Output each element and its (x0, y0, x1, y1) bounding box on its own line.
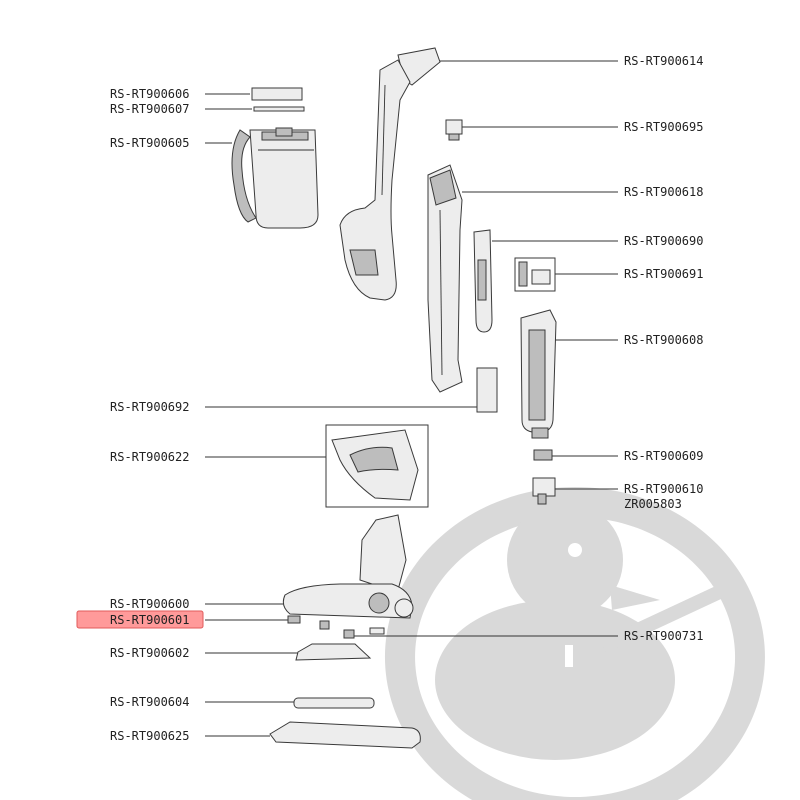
label-rs-rt900731: RS-RT900731 (624, 629, 703, 643)
label-rs-rt900625: RS-RT900625 (110, 729, 189, 743)
dust-container-part (231, 127, 319, 229)
label-rs-rt900622: RS-RT900622 (110, 450, 189, 464)
spring-part (533, 449, 553, 461)
tube-connector-part (476, 367, 498, 413)
label-rs-rt900600: RS-RT900600 (110, 597, 189, 611)
floor-head-part (282, 514, 414, 619)
label-rs-rt900605: RS-RT900605 (110, 136, 189, 150)
right-labels: RS-RT900614 RS-RT900695 RS-RT900618 RS-R… (624, 54, 703, 643)
cover-part (325, 424, 429, 508)
label-rs-rt900601[interactable]: RS-RT900601 (110, 613, 189, 627)
label-rs-rt900606: RS-RT900606 (110, 87, 189, 101)
main-handle-body-part (339, 47, 441, 301)
central-frame-part (427, 164, 463, 393)
label-rs-rt900607: RS-RT900607 (110, 102, 189, 116)
label-rs-rt900608: RS-RT900608 (624, 333, 703, 347)
mini-brush-part (514, 257, 556, 292)
label-rs-rt900614: RS-RT900614 (624, 54, 703, 68)
left-labels: RS-RT900606 RS-RT900607 RS-RT900605 RS-R… (110, 87, 189, 743)
brush-tool-part (473, 229, 493, 333)
label-rs-rt900604: RS-RT900604 (110, 695, 189, 709)
battery-pack-part (520, 309, 557, 439)
filter-seal-part (253, 106, 305, 112)
label-rs-rt900692: RS-RT900692 (110, 400, 189, 414)
rubber-strip-part (293, 697, 375, 709)
latch-part (532, 477, 556, 505)
label-highlight (76, 610, 204, 629)
filter-foam-part (251, 87, 303, 101)
base-plate-part (295, 643, 372, 661)
leader-lines (205, 60, 618, 737)
duck-mascot-logo (384, 487, 765, 800)
label-rs-rt900609: RS-RT900609 (624, 449, 703, 463)
connector-part (445, 119, 463, 141)
label-zr005803: ZR005803 (624, 497, 682, 511)
label-rs-rt900610: RS-RT900610 (624, 482, 703, 496)
label-rs-rt900691: RS-RT900691 (624, 267, 703, 281)
label-rs-rt900690: RS-RT900690 (624, 234, 703, 248)
label-rs-rt900695: RS-RT900695 (624, 120, 703, 134)
label-rs-rt900618: RS-RT900618 (624, 185, 703, 199)
small-parts-part (287, 615, 385, 639)
label-rs-rt900602: RS-RT900602 (110, 646, 189, 660)
bottom-plate-part (269, 721, 421, 749)
